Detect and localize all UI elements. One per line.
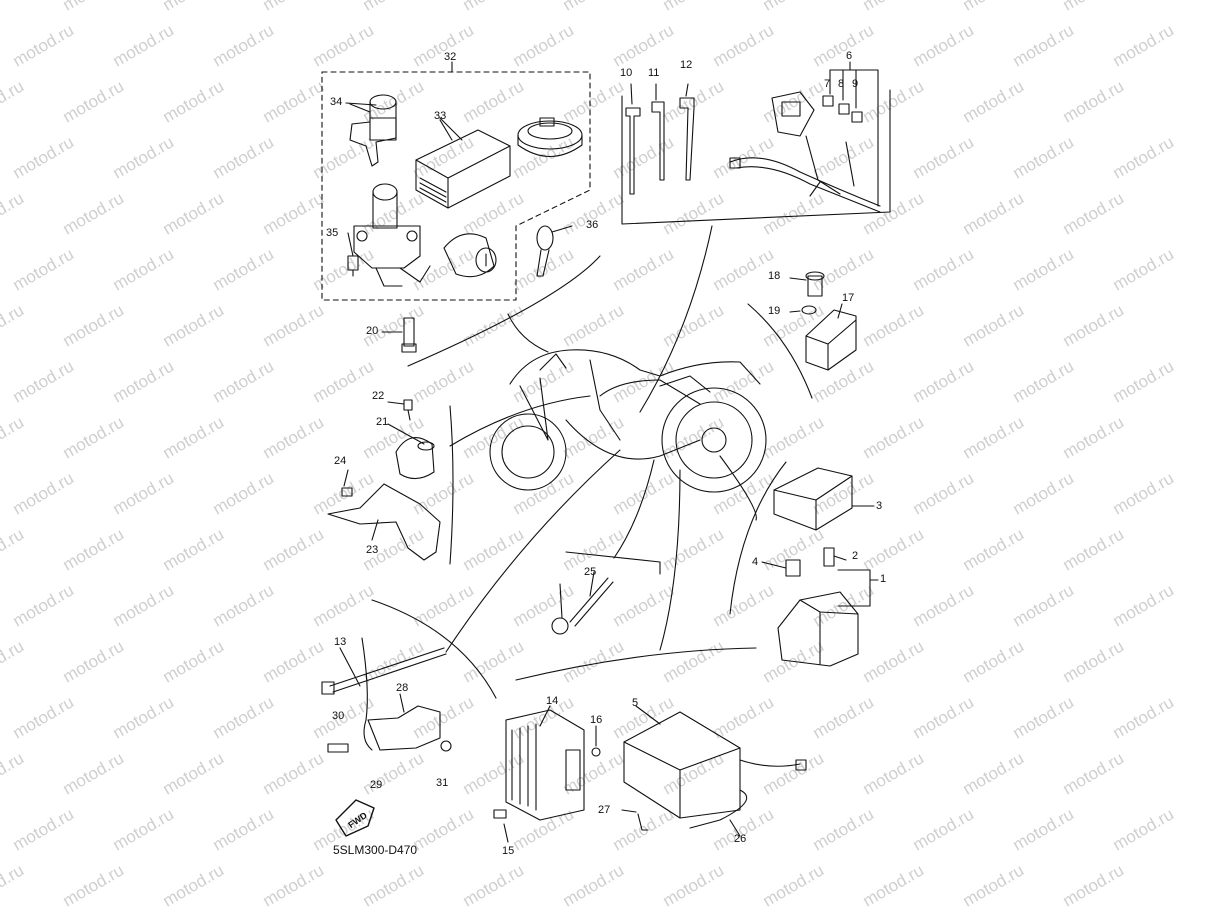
callout-23: 23: [366, 544, 379, 556]
callout-4: 4: [752, 556, 759, 568]
callout-1: 1: [880, 573, 887, 585]
motorcycle-silhouette: [490, 350, 766, 492]
harness-leader: [640, 226, 712, 412]
starter-relay-group: [730, 462, 878, 666]
callout-24: 24: [334, 455, 347, 467]
callout-25: 25: [584, 566, 597, 578]
callout-32: 32: [444, 51, 457, 63]
horn-group: [328, 400, 453, 564]
callout-29: 29: [370, 779, 383, 791]
callout-36: 36: [586, 219, 599, 231]
callout-3: 3: [876, 500, 883, 512]
sensor-group: [552, 552, 660, 634]
callout-20: 20: [366, 325, 379, 337]
bracket-leader: [446, 450, 620, 652]
callout-9: 9: [852, 78, 859, 90]
battery-regulator-group: [494, 648, 806, 842]
callout-5: 5: [632, 697, 639, 709]
callout-22: 22: [372, 390, 385, 402]
callout-28: 28: [396, 682, 409, 694]
key-part: [537, 226, 553, 276]
callout-2: 2: [852, 550, 859, 562]
callout-15: 15: [502, 845, 515, 857]
ecu-box-part: [416, 118, 510, 208]
callout-19: 19: [768, 305, 781, 317]
bracket-group: [322, 600, 496, 752]
bolt-20-part: [382, 318, 416, 352]
sensor-leader: [614, 460, 654, 558]
callout-13: 13: [334, 636, 347, 648]
callout-34: 34: [330, 96, 343, 108]
callout-30: 30: [332, 710, 345, 722]
screw-35-part: [348, 256, 358, 276]
horn-leader: [450, 396, 590, 446]
main-switch-part: [354, 184, 430, 286]
callout-27: 27: [598, 804, 611, 816]
main-switch-lock-set: [322, 62, 590, 300]
callout-33: 33: [434, 110, 447, 122]
steering-lock-part: [350, 95, 396, 166]
callout-35: 35: [326, 227, 339, 239]
callout-7: 7: [824, 78, 831, 90]
callout-8: 8: [838, 78, 845, 90]
diagram-code: 5SLM300-D470: [333, 843, 418, 857]
callout-31: 31: [436, 777, 449, 789]
wire-harness-group: [622, 62, 890, 224]
callout-14: 14: [546, 695, 559, 707]
callout-10: 10: [620, 67, 633, 79]
relay-leader: [720, 456, 756, 520]
callout-17: 17: [842, 292, 855, 304]
callout-11: 11: [648, 67, 660, 79]
callout-18: 18: [768, 270, 781, 282]
fwd-arrow: FWD: [336, 800, 374, 836]
callout-21: 21: [376, 416, 389, 428]
fuel-cap-lock-part: [518, 118, 582, 157]
callout-16: 16: [590, 714, 603, 726]
relay-group: [748, 272, 856, 398]
callout-26: 26: [734, 833, 747, 845]
seat-lock-part: [444, 234, 496, 277]
regulator-leader: [660, 470, 680, 650]
callout-6: 6: [846, 50, 853, 62]
callout-12: 12: [680, 59, 693, 71]
